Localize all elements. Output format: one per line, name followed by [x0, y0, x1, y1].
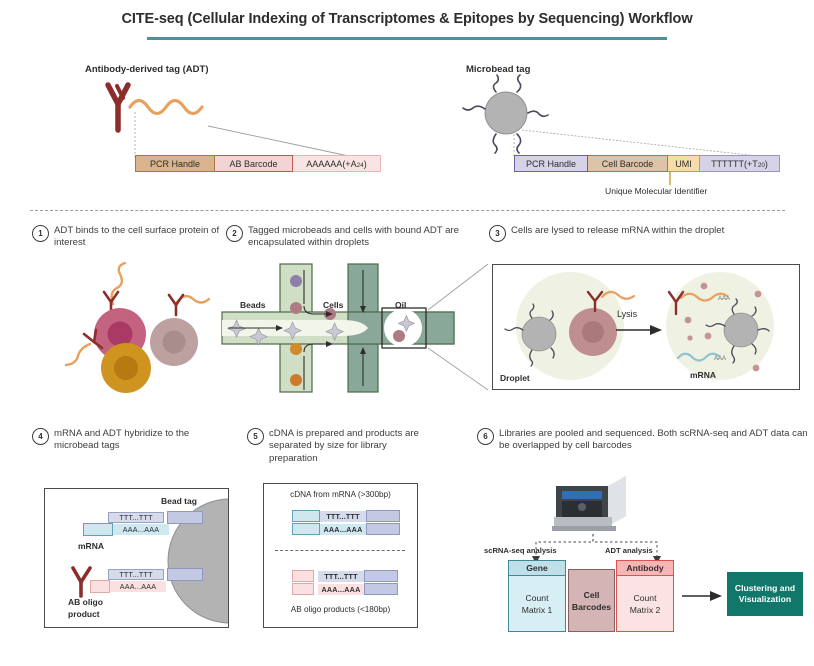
- step-5-ab-cap-1: [292, 570, 314, 582]
- step-3-number: 3: [489, 225, 506, 242]
- step-5-ab-top-strand: TTT...TTT: [292, 570, 398, 582]
- step-3-lysis-graphic: AAA AAA: [504, 272, 774, 380]
- microbead-leader-lines: [513, 114, 759, 158]
- step-5-cdna-tt-strand: TTT...TTT: [320, 510, 366, 522]
- step-3-lysis-label: Lysis: [617, 309, 638, 319]
- step-5-number: 5: [247, 428, 264, 445]
- microbead-segment-pcr-handle: PCR Handle: [514, 155, 588, 172]
- step-1-text: ADT binds to the cell surface protein of…: [54, 225, 220, 249]
- page-title-text: CITE-seq (Cellular Indexing of Transcrip…: [121, 11, 693, 27]
- step-5-cdna-top-strand: TTT...TTT: [292, 510, 400, 522]
- step-4-mrna-bottom-strand: AAA...AAA: [83, 523, 169, 536]
- step-4-mrna-aa-strand: AAA...AAA: [113, 524, 169, 535]
- step-5-ab-cap-2: [292, 583, 314, 595]
- step-5-panel: [263, 483, 418, 628]
- step-5-cdna-aa-strand: AAA...AAA: [320, 523, 366, 535]
- microbead-tag-graphic: [462, 74, 549, 154]
- step-5-ab-tt-strand: TTT...TTT: [318, 570, 364, 582]
- svg-text:AAA: AAA: [714, 356, 726, 362]
- step-3-text: Cells are lysed to release mRNA within t…: [511, 225, 725, 236]
- step-5-size-separator: [275, 550, 405, 551]
- step-2-oil-label: Oil: [395, 300, 407, 310]
- step-5-cdna-bottom-strand: AAA...AAA: [292, 523, 400, 535]
- microbead-segment-umi: UMI: [668, 155, 700, 172]
- step-5-ab-bottom-strand: AAA...AAA: [292, 583, 398, 595]
- step-5-ab-aa-strand: AAA...AAA: [318, 583, 364, 595]
- adt-analysis-label: ADT analysis: [605, 546, 653, 555]
- step-6-text: Libraries are pooled and sequenced. Both…: [499, 428, 808, 452]
- step-5-cdna-cap-1: [292, 510, 320, 522]
- umi-caption: Unique Molecular Identifier: [605, 186, 708, 196]
- step-3-mrna-label: mRNA: [690, 370, 716, 380]
- step-4-ab-aa-strand: AAA...AAA: [110, 581, 166, 592]
- microbead-segment-polyt: TTTTTT(+T20): [700, 155, 780, 172]
- step-5-text: cDNA is prepared and products are separa…: [269, 428, 419, 464]
- step-5-cdna-block-1: [366, 510, 400, 522]
- step-4-ab-cap: [90, 580, 110, 593]
- step-5-top-caption: cDNA from mRNA (>300bp): [290, 490, 391, 499]
- step-4-bead-tag-block-2: [167, 568, 203, 581]
- adt-segment-ab-barcode: AB Barcode: [215, 155, 293, 172]
- adt-segment-polya: AAAAAA(+A24): [293, 155, 381, 172]
- microbead-sequence-bar: PCR Handle Cell Barcode UMI TTTTTT(+T20): [514, 155, 780, 172]
- step-4-number: 4: [32, 428, 49, 445]
- step-5-bottom-caption: AB oligo products (<180bp): [290, 605, 391, 614]
- antibody-matrix-header: Antibody: [617, 561, 673, 576]
- step-4-mrna-tt-strand: TTT...TTT: [108, 512, 164, 523]
- step-6-number: 6: [477, 428, 494, 445]
- step-4-text: mRNA and ADT hybridize to the microbead …: [54, 428, 190, 452]
- step-1-cells-graphic: [64, 261, 211, 393]
- step-2-number: 2: [226, 225, 243, 242]
- step-5-ab-block-2: [364, 583, 398, 595]
- step-4-mrna-top-strand: TTT...TTT: [108, 511, 203, 524]
- svg-text:AAA: AAA: [718, 296, 730, 302]
- step-4-ab-top-strand: TTT...TTT: [108, 568, 203, 581]
- step-2-cells-label: Cells: [323, 300, 344, 310]
- step-1-number: 1: [32, 225, 49, 242]
- step-4-bead-tag-block-1: [167, 511, 203, 524]
- sequencer-icon: [552, 476, 626, 531]
- step-5-cdna-cap-2: [292, 523, 320, 535]
- step-4-mrna-label: mRNA: [78, 541, 104, 551]
- adt-heading: Antibody-derived tag (ADT): [85, 64, 209, 75]
- adt-sequence-bar: PCR Handle AB Barcode AAAAAA(+A24): [135, 155, 381, 172]
- step-3-droplet-label: Droplet: [500, 373, 530, 383]
- step-4-ab-bottom-strand: AAA...AAA: [90, 580, 166, 593]
- step-4-ab-oligo-label-2: product: [68, 609, 100, 619]
- step-4-bead-tag-label: Bead tag: [161, 496, 197, 506]
- page-title: CITE-seq (Cellular Indexing of Transcrip…: [0, 10, 814, 28]
- droplet-zoom-connector: [427, 263, 489, 391]
- step-4-antibody-icon: [71, 566, 92, 598]
- title-underline: [147, 37, 667, 40]
- step-2-text: Tagged microbeads and cells with bound A…: [248, 225, 460, 249]
- step-4-panel: [44, 488, 229, 628]
- clustering-arrow: [682, 591, 722, 601]
- step-2-beads-label: Beads: [240, 300, 266, 310]
- section-separator: [30, 210, 785, 211]
- step-5-cdna-block-2: [366, 523, 400, 535]
- adt-leader-lines: [134, 112, 359, 159]
- microbead-segment-cell-barcode: Cell Barcode: [588, 155, 668, 172]
- step-2-microfluidics-graphic: [221, 263, 455, 393]
- umi-caption-pointer: [669, 172, 671, 185]
- adt-segment-pcr-handle: PCR Handle: [135, 155, 215, 172]
- microbead-heading: Microbead tag: [466, 64, 531, 75]
- step-4-ab-tt-strand: TTT...TTT: [108, 569, 164, 580]
- gene-matrix-header: Gene: [509, 561, 565, 576]
- antibody-derived-tag-graphic: [105, 82, 204, 133]
- step-5-ab-block-1: [364, 570, 398, 582]
- scrna-seq-analysis-label: scRNA-seq analysis: [484, 546, 557, 555]
- step-4-ab-oligo-label-1: AB oligo: [68, 597, 103, 607]
- step-4-mrna-cap: [83, 523, 113, 536]
- step-4-bead-surface: [167, 498, 228, 624]
